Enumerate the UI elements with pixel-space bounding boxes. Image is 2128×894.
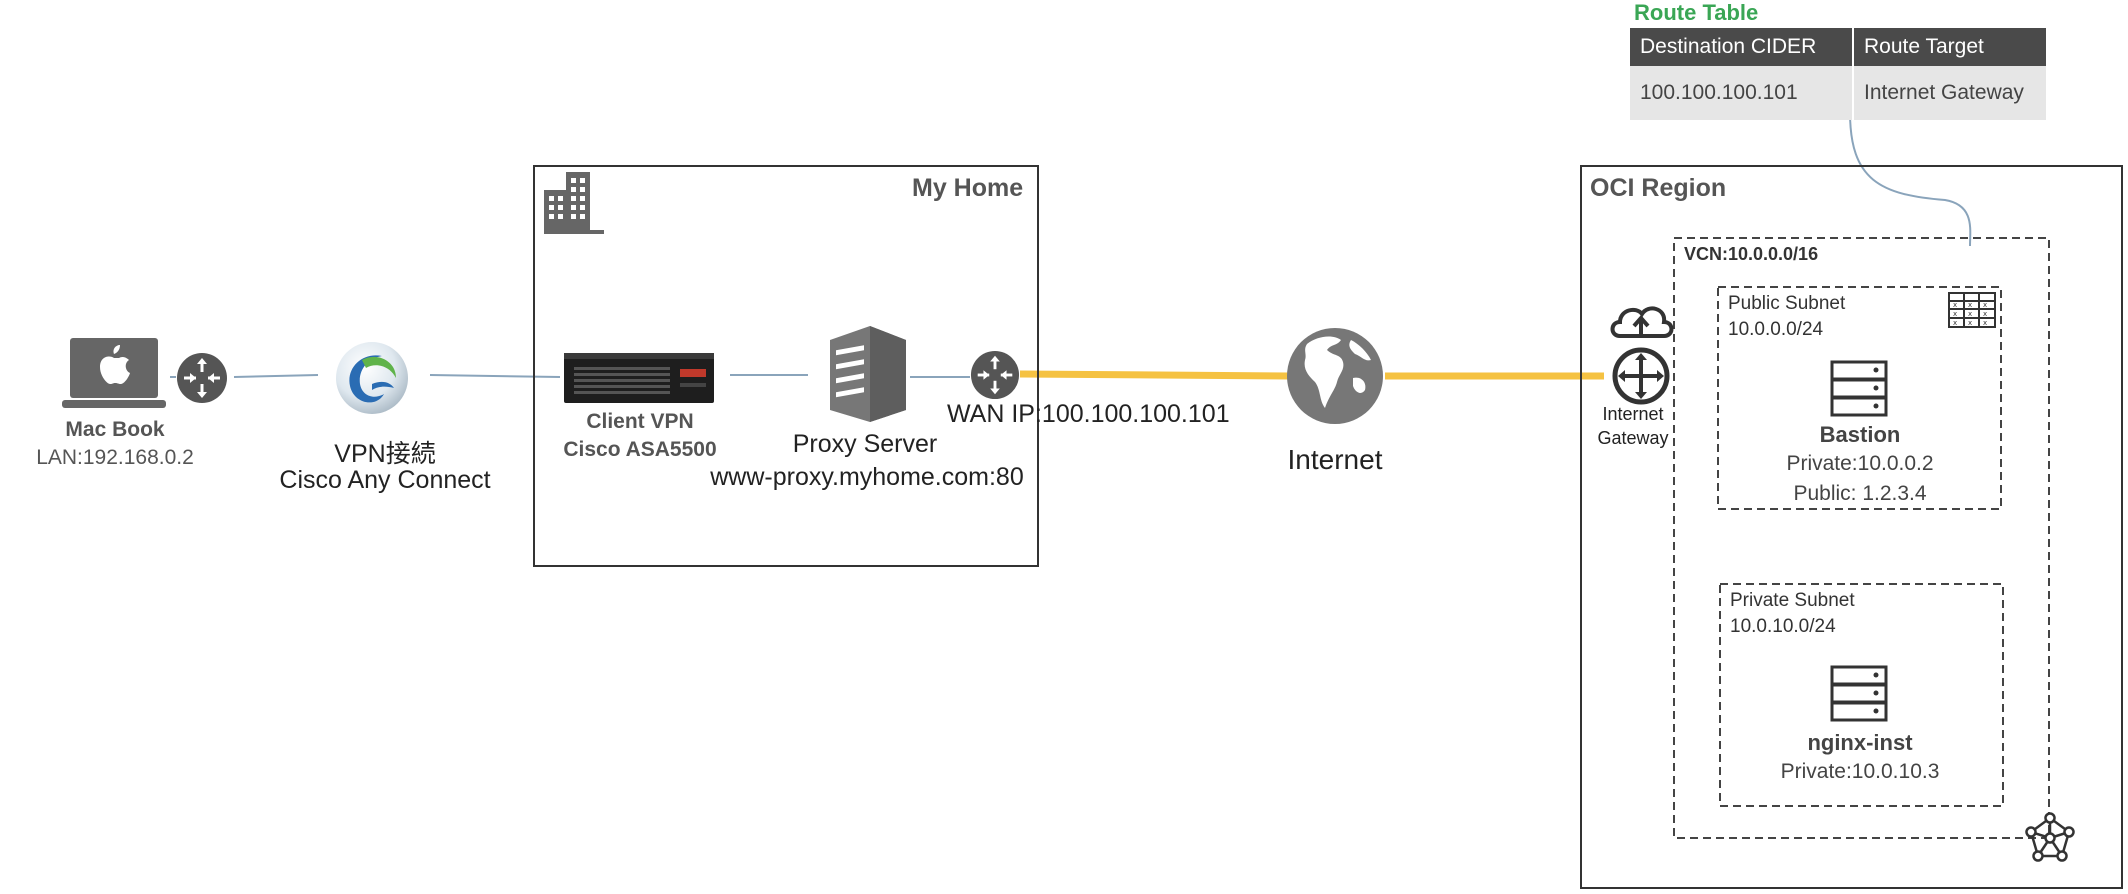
anyconnect-icon bbox=[336, 342, 408, 414]
public-subnet-box bbox=[1717, 286, 2002, 510]
private-subnet-box bbox=[1719, 583, 2004, 807]
compute-instance-icon bbox=[1830, 665, 1888, 722]
proxy-line1: Proxy Server bbox=[792, 430, 938, 458]
wan-ip: WAN IP:100.100.100.101 bbox=[947, 400, 1230, 428]
link-home-internet bbox=[1019, 370, 1291, 380]
svg-text:x: x bbox=[1968, 301, 1972, 309]
svg-text:x: x bbox=[1968, 319, 1972, 327]
svg-text:x: x bbox=[1953, 319, 1957, 327]
router-icon bbox=[970, 350, 1020, 400]
route-table-title: Route Table bbox=[1634, 0, 1759, 25]
svg-text:x: x bbox=[1983, 301, 1987, 309]
svg-text:x: x bbox=[1983, 319, 1987, 327]
my-home-title: My Home bbox=[912, 174, 1024, 202]
vpn-device-line2: Cisco ASA5500 bbox=[563, 438, 717, 461]
private-subnet-name: Private Subnet bbox=[1730, 590, 1855, 611]
macbook-name: Mac Book bbox=[65, 418, 165, 441]
globe-icon bbox=[1287, 328, 1383, 424]
public-subnet-name: Public Subnet bbox=[1728, 293, 1846, 314]
building-icon bbox=[544, 172, 604, 234]
vpn-client-line2: Cisco Any Connect bbox=[279, 466, 491, 494]
bastion-private-ip: Private:10.0.0.2 bbox=[1786, 452, 1934, 475]
connector-vpnclient-asa bbox=[429, 374, 561, 378]
compute-instance-icon bbox=[1830, 360, 1888, 417]
my-home-box bbox=[533, 165, 1039, 567]
vpn-device-line1: Client VPN bbox=[586, 410, 694, 433]
bastion-name: Bastion bbox=[1819, 422, 1901, 447]
svg-text:x: x bbox=[1953, 310, 1957, 318]
column-header-route-target: Route Target bbox=[1853, 28, 2048, 66]
column-header-destination: Destination CIDER bbox=[1630, 28, 1854, 66]
macbook-lan: LAN:192.168.0.2 bbox=[36, 446, 194, 469]
cell-destination: 100.100.100.101 bbox=[1630, 66, 1854, 120]
oci-region-title: OCI Region bbox=[1590, 174, 1727, 202]
igw-line1: Internet bbox=[1602, 404, 1664, 424]
public-subnet-cidr: 10.0.0.0/24 bbox=[1728, 319, 1824, 340]
igw-line2: Gateway bbox=[1597, 428, 1669, 448]
route-table: Destination CIDER Route Target 100.100.1… bbox=[1630, 28, 2048, 120]
internet-label: Internet bbox=[1287, 444, 1383, 475]
server-icon bbox=[830, 326, 906, 422]
table-row: 100.100.100.101 Internet Gateway bbox=[1630, 66, 2048, 120]
route-table-association bbox=[1849, 111, 1972, 247]
vcn-box bbox=[1673, 237, 2050, 839]
nginx-name: nginx-inst bbox=[1807, 730, 1913, 755]
oci-region-box bbox=[1580, 165, 2123, 889]
svg-text:x: x bbox=[1968, 310, 1972, 318]
private-subnet-cidr: 10.0.10.0/24 bbox=[1730, 616, 1836, 637]
svg-text:x: x bbox=[1953, 301, 1957, 309]
cell-route-target: Internet Gateway bbox=[1853, 66, 2048, 120]
svg-text:x: x bbox=[1983, 310, 1987, 318]
vpn-client-line1: VPN接続 bbox=[334, 440, 436, 468]
router-icon bbox=[177, 353, 227, 403]
nginx-private-ip: Private:10.0.10.3 bbox=[1780, 760, 1940, 783]
bastion-public-ip: Public: 1.2.3.4 bbox=[1793, 482, 1927, 505]
internet-gateway-icon bbox=[1610, 306, 1674, 405]
vcn-label: VCN:10.0.0.0/16 bbox=[1684, 244, 1819, 264]
laptop-icon bbox=[62, 338, 166, 408]
connector-router-vpnclient bbox=[233, 374, 319, 378]
vcn-network-icon bbox=[2025, 812, 2075, 862]
proxy-line2: www-proxy.myhome.com:80 bbox=[710, 463, 1024, 491]
firewall-appliance-icon bbox=[564, 353, 714, 403]
route-table-header-row: Destination CIDER Route Target bbox=[1630, 28, 2048, 66]
